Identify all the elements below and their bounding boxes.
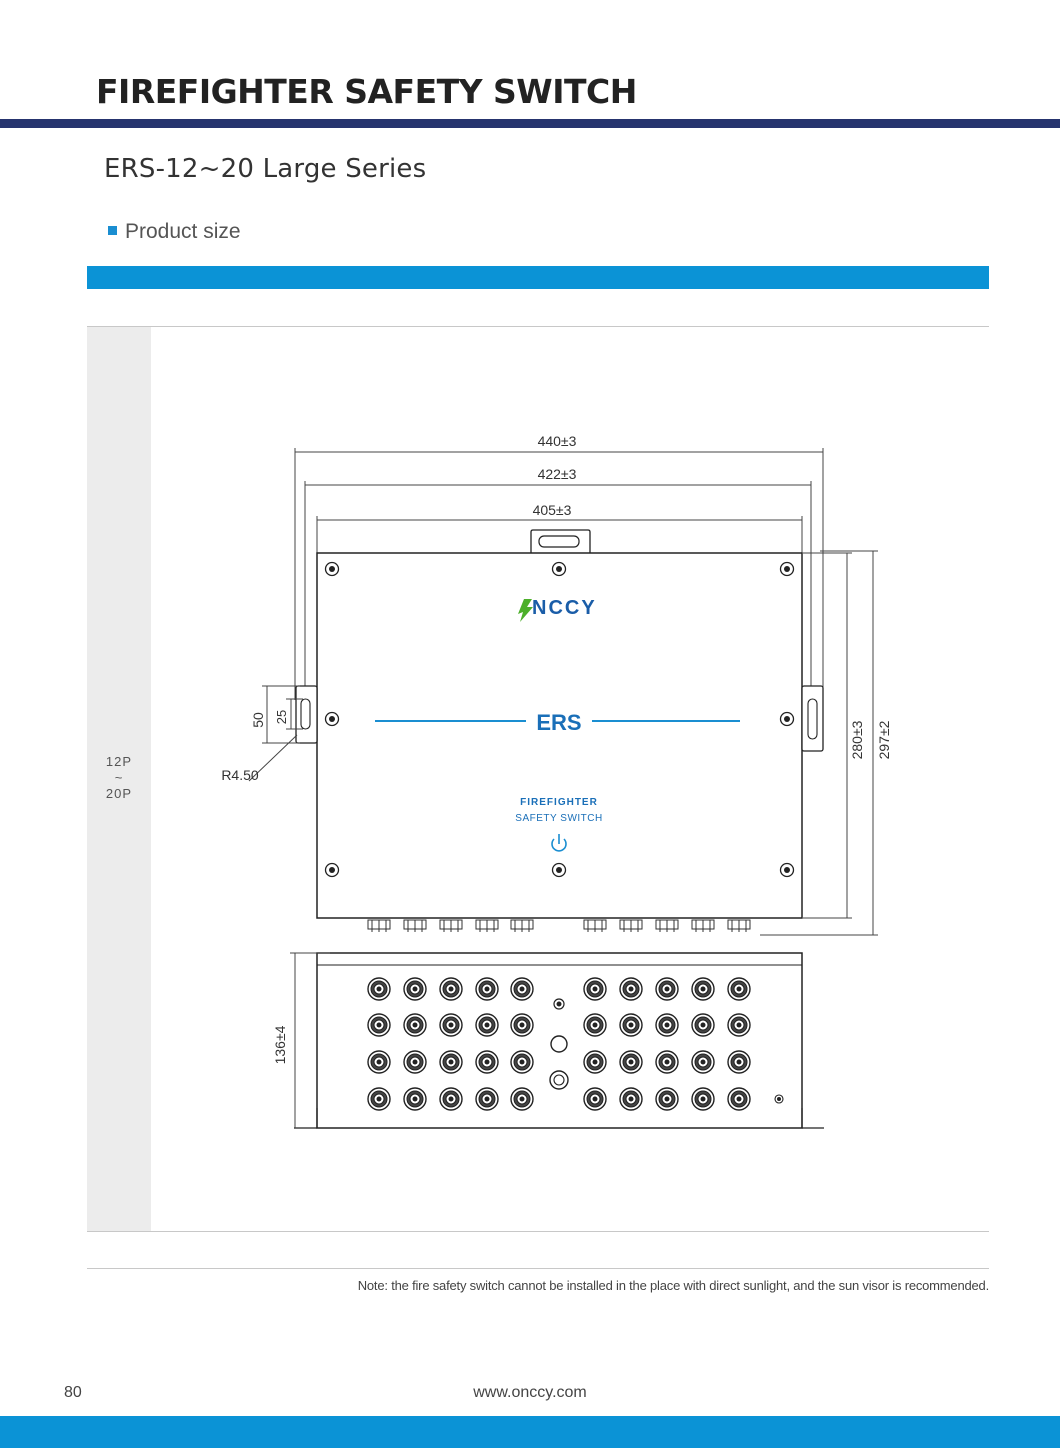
page-title: FIREFIGHTER SAFETY SWITCH — [96, 72, 637, 111]
website-link[interactable]: www.onccy.com — [473, 1384, 587, 1401]
brand-name: NCCY — [532, 597, 597, 619]
footer-bar — [0, 1416, 1060, 1448]
note-rule — [87, 1268, 989, 1269]
dim-width-mid: 422±3 — [538, 466, 577, 482]
product-line-1: FIREFIGHTER — [520, 797, 598, 808]
dim-height-body: 280±3 — [849, 720, 865, 759]
dim-radius: R4.50 — [221, 767, 259, 783]
power-icon — [551, 834, 567, 852]
dim-width-outer: 440±3 — [538, 433, 577, 449]
series-title: ERS-12~20 Large Series — [104, 154, 427, 184]
dim-height-total: 297±2 — [876, 720, 892, 759]
product-line-2: SAFETY SWITCH — [515, 813, 602, 824]
model-label: 12P ~ 20P — [87, 754, 151, 802]
dim-width-inner: 405±3 — [533, 502, 572, 518]
width-dimensions — [294, 448, 824, 700]
square-bullet-icon — [108, 225, 117, 235]
section-label-text: Product size — [125, 220, 241, 243]
lightning-logo-icon — [518, 599, 533, 622]
dim-depth: 136±4 — [272, 1025, 288, 1064]
dim-slot-outer: 50 — [250, 712, 266, 728]
dimension-drawing: 440±3 422±3 405±3 NCCY — [221, 433, 892, 1129]
model-cell: 12P ~ 20P — [87, 327, 151, 1231]
model-range-sep: ~ — [114, 770, 124, 785]
table-rule-bottom — [87, 1231, 989, 1232]
model-mark: ERS — [536, 710, 581, 735]
handle-slot — [538, 535, 580, 548]
installation-note: Note: the fire safety switch cannot be i… — [357, 1278, 989, 1293]
center-ports — [549, 998, 784, 1104]
title-rule — [0, 119, 1060, 128]
dim-slot-inner: 25 — [274, 710, 289, 724]
slot-dimensions — [248, 685, 303, 782]
spec-table: 12P ~ 20P — [87, 326, 989, 1232]
page-number: 80 — [64, 1384, 82, 1401]
section-header-band — [87, 266, 989, 289]
enclosure-front — [316, 552, 803, 919]
height-dimensions — [760, 550, 878, 936]
model-max: 20P — [105, 786, 133, 801]
model-min: 12P — [105, 754, 133, 769]
section-label: Product size — [108, 220, 241, 244]
connector-row — [367, 919, 751, 933]
table-rule-top — [87, 326, 989, 327]
